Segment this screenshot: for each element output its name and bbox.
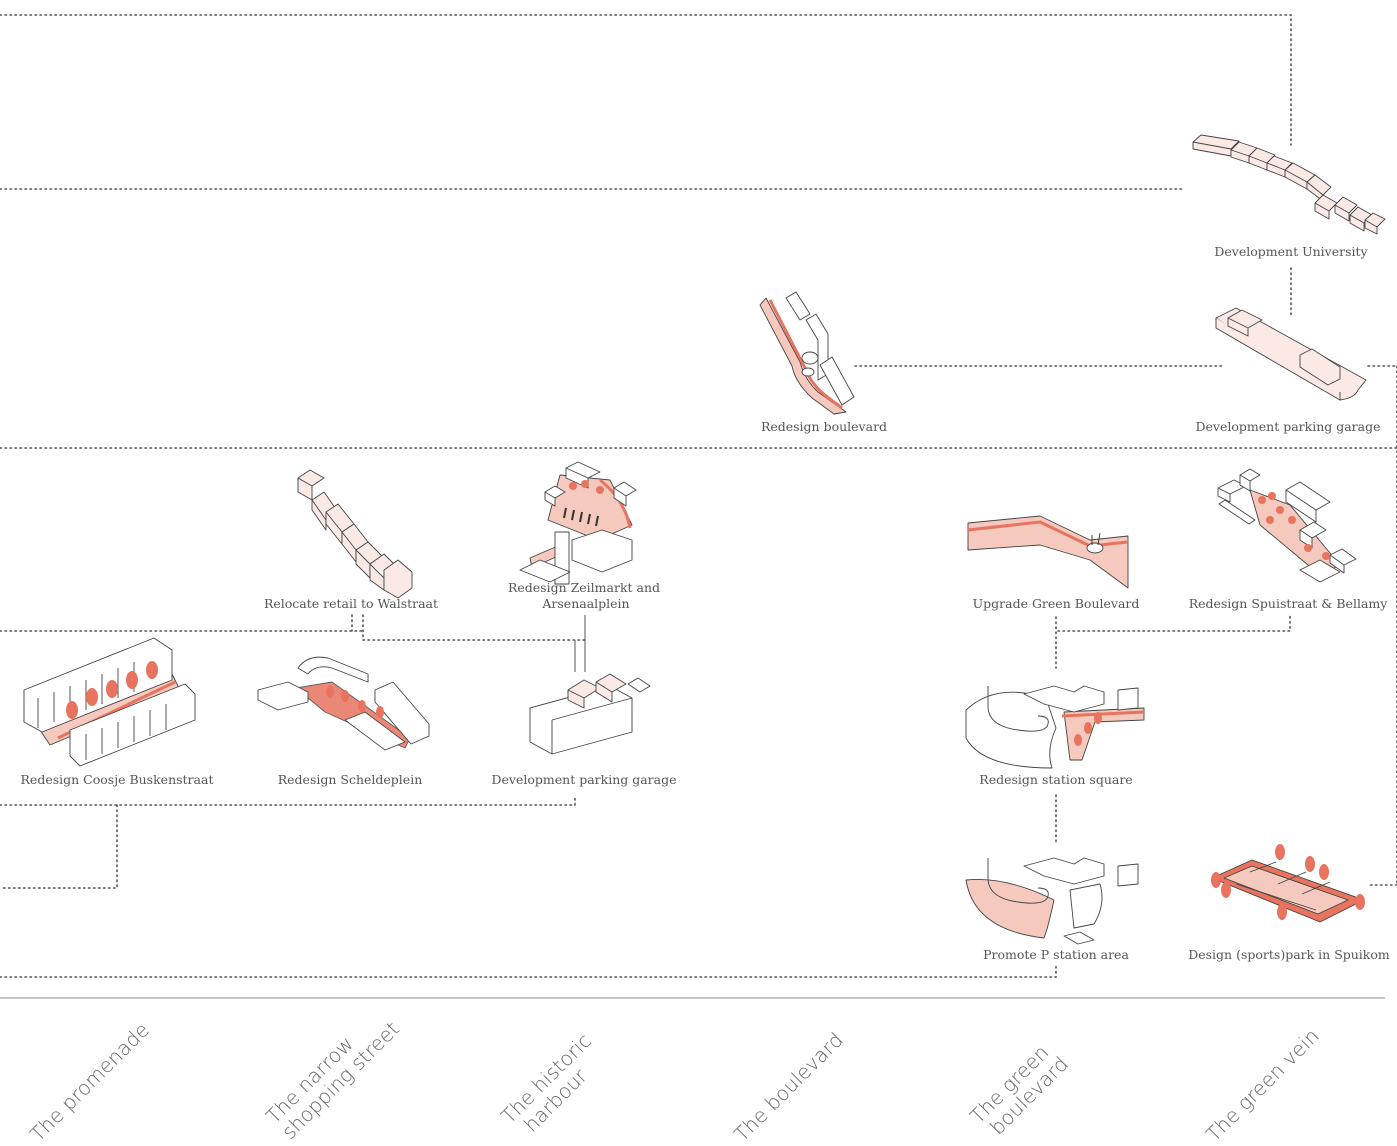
connector-row4 (0, 612, 1291, 641)
zeilmarkt-drawing (519, 461, 637, 585)
label-development-university: Development University (1214, 244, 1368, 259)
label-redesign-scheldeplein: Redesign Scheldeplein (277, 772, 423, 787)
label-development-parking-garage-mid: Development parking garage (491, 772, 677, 787)
label-relocate-retail: Relocate retail to Walstraat (263, 596, 439, 611)
label-development-parking-garage-right: Development parking garage (1195, 419, 1381, 434)
connector-lines (0, 14, 1397, 978)
label-redesign-zeilmarkt-line1: Redesign Zeilmarkt and (507, 580, 661, 595)
label-redesign-station-square: Redesign station square (979, 772, 1133, 787)
solid-connector (574, 615, 586, 672)
label-redesign-coosje: Redesign Coosje Buskenstraat (20, 772, 214, 787)
scheldeplein-drawing (257, 656, 430, 751)
sportspark-drawing (1211, 844, 1365, 923)
label-redesign-zeilmarkt-line2: Arsenaalplein (542, 596, 630, 611)
connector-row5 (0, 794, 576, 889)
promote-p-drawing (965, 857, 1139, 945)
label-design-sportspark: Design (sports)park in Spuikom (1188, 947, 1390, 962)
label-promote-p-station: Promote P station area (983, 947, 1129, 962)
walstraat-drawing (297, 469, 413, 599)
boulevard-drawing (759, 291, 855, 415)
parking-garage-right-drawing (1215, 307, 1367, 401)
university-drawing (1192, 134, 1386, 235)
connector-right-edge (1367, 365, 1397, 886)
connector-bottom (0, 964, 1057, 978)
label-redesign-spuistraat: Redesign Spuistraat & Bellamy (1188, 596, 1388, 611)
station-square-drawing (965, 685, 1145, 769)
spuistraat-drawing (1217, 468, 1357, 583)
green-boulevard-drawing (967, 515, 1129, 589)
label-upgrade-green-boulevard: Upgrade Green Boulevard (972, 596, 1140, 611)
coosje-drawing (23, 637, 196, 767)
parking-garage-mid-drawing (529, 673, 651, 755)
connector-top (0, 14, 1292, 146)
label-redesign-boulevard: Redesign boulevard (760, 419, 888, 434)
